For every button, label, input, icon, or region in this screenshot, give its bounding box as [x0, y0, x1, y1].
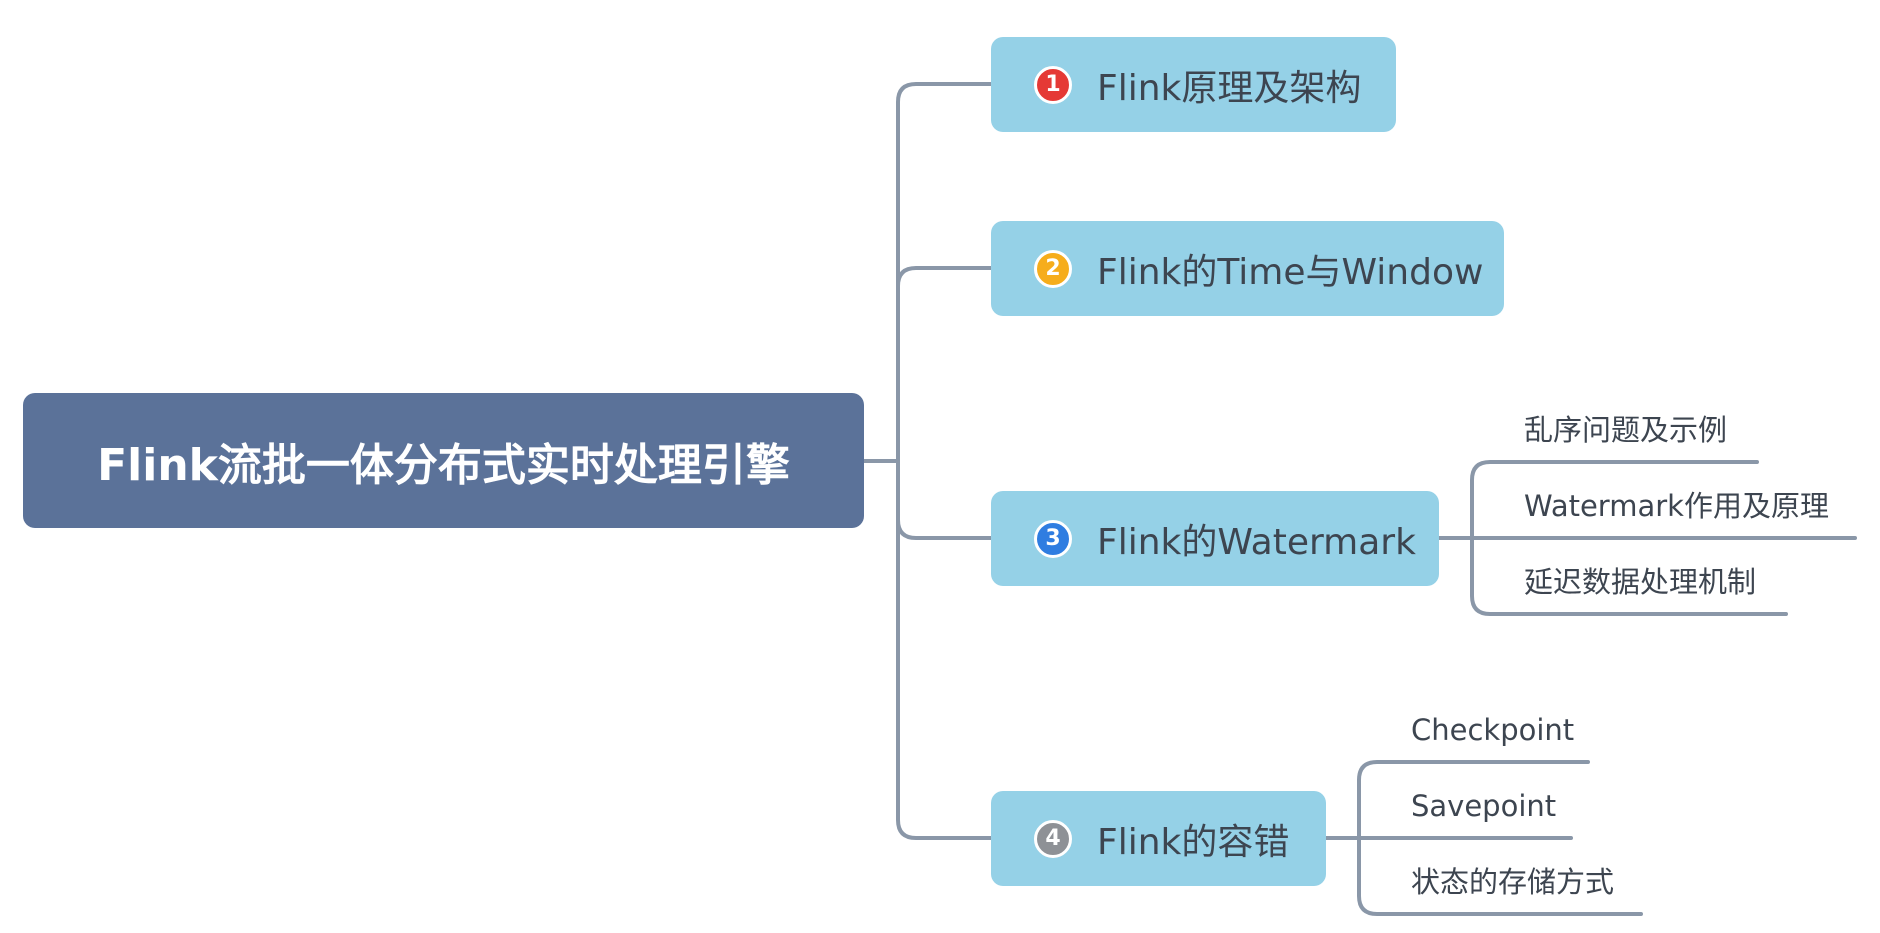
subtopic-4-3[interactable]: 状态的存储方式 [1411, 865, 1615, 899]
topic-4[interactable]: 4 Flink的容错 [991, 791, 1326, 886]
branch-topic-4 [896, 459, 993, 840]
number-1-icon: 1 [1034, 65, 1072, 104]
subtopic-4-1[interactable]: Checkpoint [1411, 713, 1575, 747]
subbranch-4-3 [1357, 836, 1643, 916]
number-2-icon: 2 [1034, 249, 1072, 288]
subbranch-3-1 [1470, 460, 1759, 540]
root-topic-label: Flink流批一体分布式实时处理引擎 [97, 439, 790, 491]
subtopic-4-2[interactable]: Savepoint [1411, 789, 1557, 823]
branch-topic-3 [896, 459, 993, 540]
root-topic[interactable]: Flink流批一体分布式实时处理引擎 [23, 393, 864, 528]
subtopic-3-2[interactable]: Watermark作用及原理 [1524, 489, 1829, 523]
topic-2-label: Flink的Time与Window [1097, 251, 1484, 293]
branch-topic-1 [896, 82, 993, 463]
subbranch-4-1 [1357, 760, 1590, 840]
topic-3-label: Flink的Watermark [1097, 521, 1416, 563]
topic-4-label: Flink的容错 [1097, 821, 1290, 863]
branch-topic-2 [896, 266, 993, 463]
topic-3[interactable]: 3 Flink的Watermark [991, 491, 1439, 586]
topic-1[interactable]: 1 Flink原理及架构 [991, 37, 1396, 132]
topic-2[interactable]: 2 Flink的Time与Window [991, 221, 1504, 316]
topic-1-label: Flink原理及架构 [1097, 67, 1362, 109]
number-4-icon: 4 [1034, 819, 1072, 858]
number-3-icon: 3 [1034, 519, 1072, 558]
subbranch-3-3 [1470, 536, 1788, 616]
subtopic-3-1[interactable]: 乱序问题及示例 [1524, 413, 1728, 447]
subtopic-3-3[interactable]: 延迟数据处理机制 [1524, 565, 1757, 599]
